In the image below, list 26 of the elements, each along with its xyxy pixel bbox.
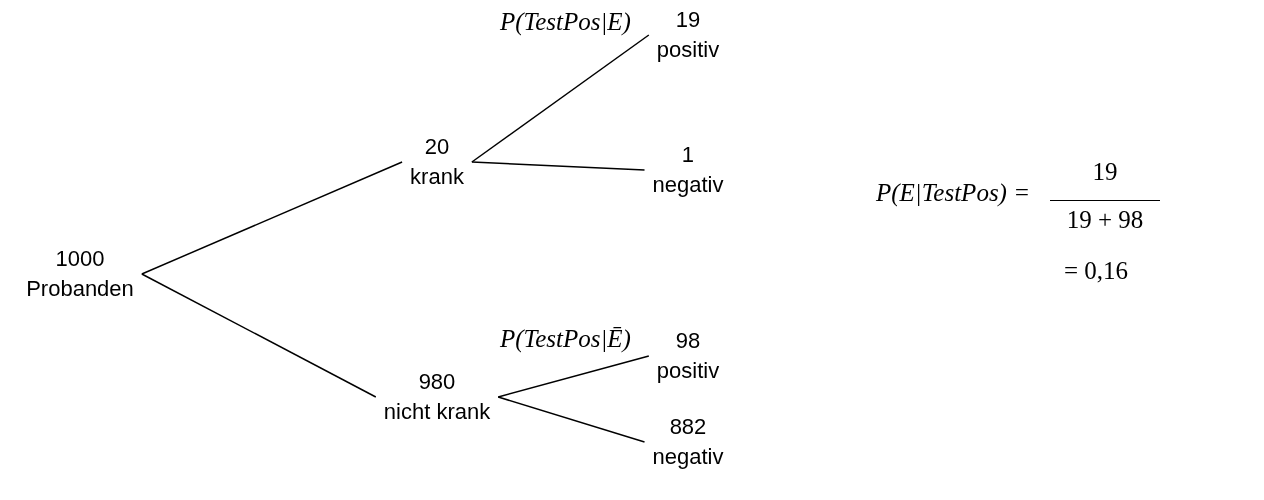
outcome-label: negativ: [652, 443, 724, 471]
outcome-label: positiv: [656, 357, 720, 385]
formula-text: 19: [1091, 157, 1119, 187]
count-label: 980: [418, 368, 456, 396]
formula-text: 19 + 98: [1050, 200, 1160, 239]
formula-text: P(TestPos|Ē): [500, 324, 631, 355]
count-label: 98: [675, 327, 701, 355]
branch-line: [497, 396, 646, 443]
outcome-label: krank: [410, 163, 464, 191]
count-label: 1: [681, 141, 695, 169]
count-label: 882: [669, 413, 707, 441]
count-label: 20: [424, 133, 450, 161]
count-label: 1000: [55, 245, 105, 273]
branch-line: [141, 161, 403, 275]
branch-line: [471, 161, 646, 171]
outcome-label: nicht krank: [383, 398, 491, 426]
formula-text: = 0,16: [1064, 256, 1129, 286]
branch-line: [471, 34, 650, 163]
outcome-label: positiv: [656, 36, 720, 64]
count-label: 19: [675, 6, 701, 34]
formula-text: P(E|TestPos) =: [876, 178, 1031, 209]
outcome-label: Probanden: [26, 275, 134, 303]
outcome-label: negativ: [652, 171, 724, 199]
formula-text: P(TestPos|E): [500, 7, 631, 38]
branch-line: [497, 355, 650, 398]
branch-line: [141, 273, 377, 398]
